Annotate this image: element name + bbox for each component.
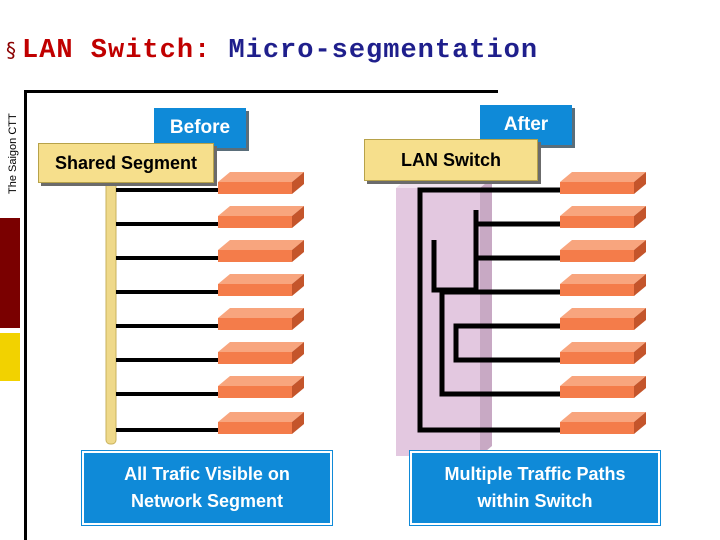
switch-paths-icon xyxy=(417,187,560,433)
title-part-2: Micro-segmentation xyxy=(228,36,539,66)
after-caption-line-2: within Switch xyxy=(477,491,593,511)
switch-body xyxy=(396,178,492,456)
after-caption: Multiple Traffic Paths within Switch xyxy=(409,450,661,526)
before-caption: All Trafic Visible on Network Segment xyxy=(81,450,333,526)
shared-bus-icon xyxy=(105,177,117,445)
before-caption-line-1: All Trafic Visible on xyxy=(124,464,290,484)
title-part-1: LAN Switch: xyxy=(22,36,212,66)
lan-switch-label: LAN Switch xyxy=(364,139,538,181)
left-divider xyxy=(24,92,27,540)
before-tag: Before xyxy=(154,108,246,148)
top-divider xyxy=(24,90,498,93)
side-accent-yellow xyxy=(0,333,20,381)
title-bullet: § xyxy=(6,38,16,62)
before-caption-line-2: Network Segment xyxy=(130,491,284,511)
after-device-stack xyxy=(560,172,646,434)
after-caption-line-1: Multiple Traffic Paths xyxy=(444,464,626,484)
after-tag: After xyxy=(480,105,572,145)
before-lines xyxy=(116,188,220,432)
before-device-stack xyxy=(218,172,304,434)
page-title: LAN Switch: Micro-segmentation xyxy=(22,36,538,66)
shared-segment-label: Shared Segment xyxy=(38,143,214,183)
side-accent-red xyxy=(0,218,20,328)
